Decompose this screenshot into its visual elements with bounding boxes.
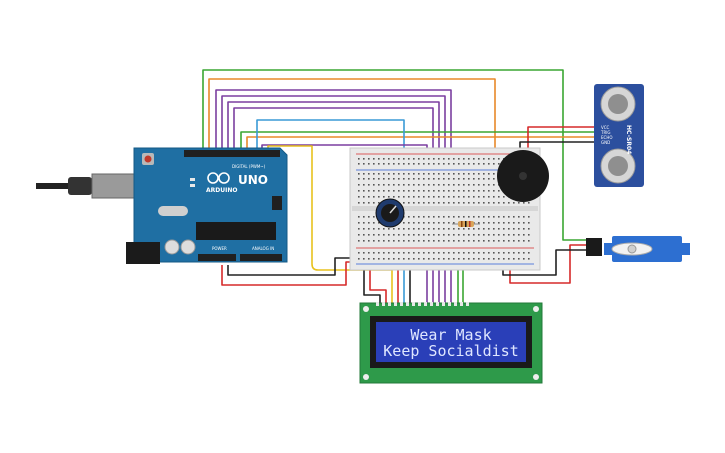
reset-button-cap: [144, 155, 152, 163]
power-header: [198, 254, 236, 261]
wire-red-lcd: [369, 262, 387, 305]
arduino-model-label: UNO: [238, 173, 268, 187]
sensor-pin-trig: TRIG: [600, 130, 611, 135]
icsp-header: [272, 196, 282, 210]
wire-black-servo: [502, 249, 590, 276]
capacitor-1: [164, 239, 180, 255]
sensor-pin-echo: ECHO: [601, 135, 612, 140]
crystal: [158, 206, 188, 216]
potentiometer[interactable]: [375, 198, 405, 228]
sensor-pin-labels: VCC TRIG ECHO GND: [600, 125, 612, 145]
power-label: POWER: [212, 246, 227, 251]
status-led-1: [190, 178, 195, 181]
potentiometer-indicator: [389, 205, 397, 214]
breadboard-center-channel: [352, 206, 538, 211]
wire-red-power: [221, 261, 362, 286]
sensor-pin-gnd: GND: [601, 140, 610, 145]
wire-yellow: [267, 145, 393, 305]
lcd-screen: [376, 322, 526, 362]
wire-green-sensor: [240, 131, 595, 153]
arduino-uno-board[interactable]: ARDUINO UNO DIGITAL (PWM~) ANALOG IN POW…: [126, 147, 288, 264]
servo-connector: [586, 238, 602, 256]
analog-header: [240, 254, 282, 261]
usb-plug: [68, 177, 92, 195]
servo-motor[interactable]: [586, 236, 690, 262]
status-led-2: [190, 184, 195, 187]
wire-black-ground: [227, 257, 360, 276]
lcd-line-1: Wear Mask: [410, 326, 491, 344]
lcd-pin-header: [376, 302, 469, 306]
capacitor-2: [180, 239, 196, 255]
servo-mount-right: [680, 243, 690, 255]
digital-header: [184, 150, 280, 157]
buzzer-hole: [519, 172, 527, 180]
arduino-logo-icon: [207, 172, 230, 184]
wire-black-lcd: [363, 262, 381, 305]
piezo-buzzer[interactable]: [497, 150, 549, 202]
ultrasonic-sensor[interactable]: HC-SR04 VCC TRIG ECHO GND: [594, 84, 644, 187]
resistor: [452, 221, 480, 227]
analog-in-label: ANALOG IN: [252, 246, 274, 251]
power-jack: [126, 242, 160, 264]
sensor-pin-vcc: VCC: [601, 125, 610, 130]
sensor-model-label: HC-SR04: [625, 125, 632, 154]
lcd-display[interactable]: Wear Mask Keep Socialdist: [359, 302, 543, 384]
usb-cable-line: [36, 183, 70, 189]
wire-orange-buzzer: [208, 78, 496, 160]
lcd-line-2: Keep Socialdist: [383, 342, 518, 360]
usb-cable: [36, 173, 143, 199]
servo-mount-left: [604, 243, 614, 255]
arduino-brand-label: ARDUINO: [206, 187, 237, 194]
wire-red-servo: [509, 244, 590, 284]
atmega-chip: [196, 222, 276, 240]
digital-pwm-label: DIGITAL (PWM~): [232, 164, 266, 169]
wire-green-signal: [202, 69, 590, 241]
